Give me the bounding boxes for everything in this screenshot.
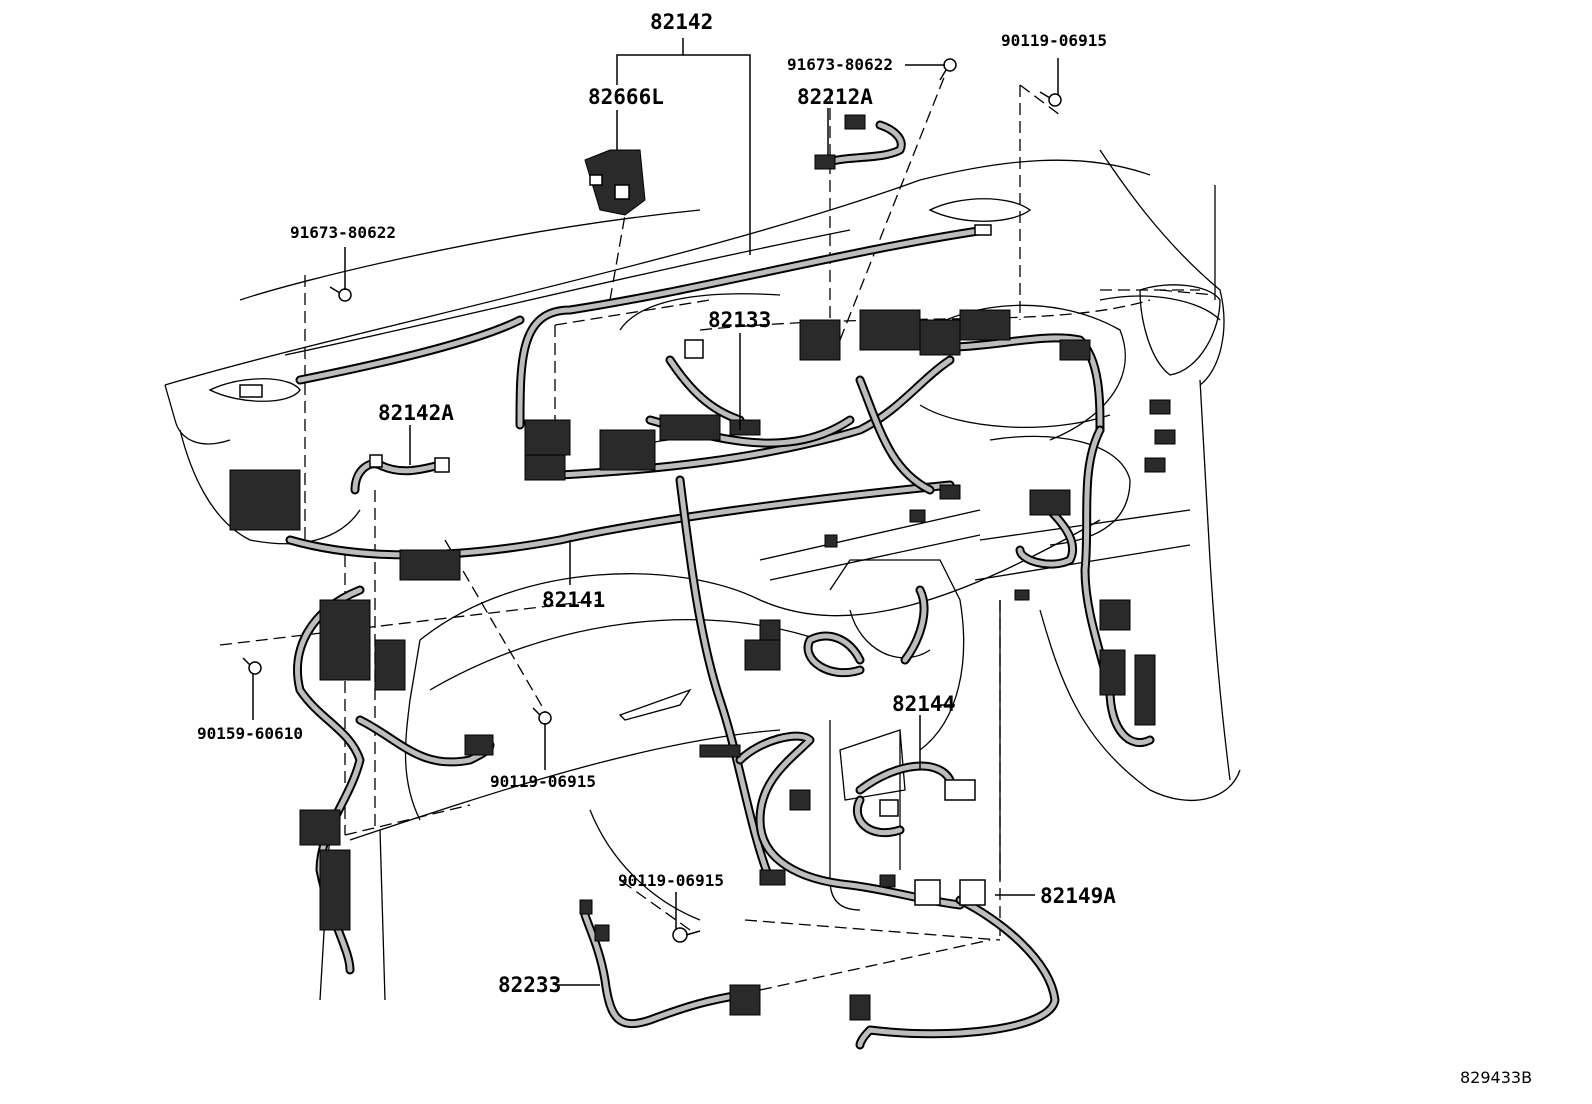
callout-82666L: 82666L [588, 85, 664, 109]
callout-82212A: 82212A [797, 85, 873, 109]
connectors [229, 114, 1176, 1021]
connector-icon [239, 384, 263, 398]
callout-82144: 82144 [892, 692, 956, 716]
connector-icon [434, 457, 450, 473]
connector-icon [729, 984, 761, 1016]
connector-icon [699, 744, 741, 758]
connector-icon [374, 639, 406, 691]
relay-block-icon [399, 549, 461, 581]
callout-82142: 82142 [650, 10, 714, 34]
connector-icon [849, 994, 871, 1021]
figure-id: 829433B [1460, 1068, 1533, 1087]
connector-icon [524, 454, 566, 481]
bolts [242, 58, 1062, 943]
relay-block-icon [229, 469, 301, 531]
bolt-icon [672, 927, 701, 943]
connector-icon [879, 799, 899, 817]
connector-icon [1154, 429, 1176, 445]
connector-icon [729, 419, 761, 436]
connector-icon [974, 224, 992, 236]
callout-82141: 82141 [542, 588, 606, 612]
bolt-icon [242, 657, 262, 675]
connector-icon [684, 339, 704, 359]
connector-icon [1144, 457, 1166, 473]
connector-icon [1099, 649, 1126, 696]
connector-icon [959, 309, 1011, 341]
connector-icon [959, 879, 986, 906]
bolt-icon [329, 286, 352, 302]
connector-icon [914, 879, 941, 906]
connector-icon [1059, 339, 1091, 361]
relay-block-icon [319, 599, 371, 681]
connector-icon [524, 419, 571, 456]
relay-block-icon [859, 309, 921, 351]
connector-icon [319, 849, 351, 931]
callout-91673-80622-left: 91673-80622 [290, 223, 396, 242]
callout-90159-60610: 90159-60610 [197, 724, 303, 743]
bolt-icon [939, 58, 957, 81]
connector-icon [814, 154, 836, 170]
connector-icon [299, 809, 341, 846]
callout-82149A: 82149A [1040, 884, 1116, 908]
bolt-icon [1039, 91, 1062, 107]
connector-icon [759, 619, 781, 641]
connector-icon [909, 509, 926, 523]
connector-icon [939, 484, 961, 500]
connector-icon [1099, 599, 1131, 631]
connector-icon [944, 779, 976, 801]
callout-91673-80622-top: 91673-80622 [787, 55, 893, 74]
connector-icon [824, 534, 838, 548]
bolt-icon [532, 707, 552, 725]
callout-82233: 82233 [498, 973, 562, 997]
connector-icon [744, 639, 781, 671]
connector-icon [594, 924, 610, 942]
connector-icon [1029, 489, 1071, 516]
connector-icon [369, 454, 383, 468]
connector-icon [579, 899, 593, 915]
connector-icon [1149, 399, 1171, 415]
connector-icon [1134, 654, 1156, 726]
callout-82142A: 82142A [378, 401, 454, 425]
callout-90119-06915-mid: 90119-06915 [490, 772, 596, 791]
relay-block-icon [584, 149, 646, 216]
connector-icon [1014, 589, 1030, 601]
relay-block-icon [799, 319, 841, 361]
instrument-panel-outline [164, 149, 1241, 1001]
relay-block-icon [599, 429, 656, 471]
connector-icon [659, 414, 721, 441]
connector-icon [789, 789, 811, 811]
connector-icon [464, 734, 494, 756]
leader-lines [252, 38, 1059, 986]
relay-block-icon [919, 319, 961, 356]
connector-icon [879, 874, 896, 888]
connector-icon [844, 114, 866, 130]
callout-90119-06915-topright: 90119-06915 [1001, 31, 1107, 50]
callout-90119-06915-bottom: 90119-06915 [618, 871, 724, 890]
connector-icon [759, 869, 786, 886]
callout-82133: 82133 [708, 308, 772, 332]
